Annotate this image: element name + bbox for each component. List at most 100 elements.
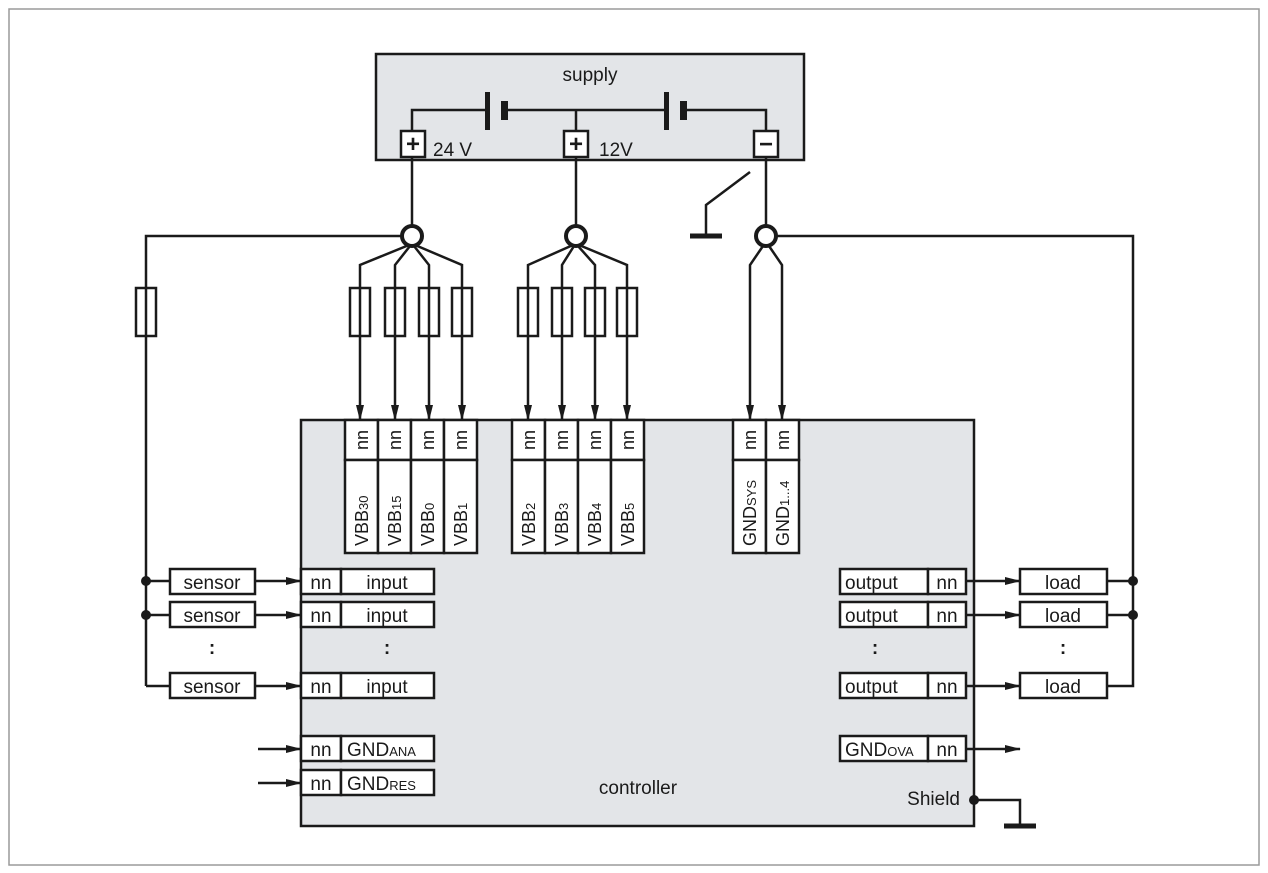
svg-text:VBB0: VBB0 bbox=[418, 503, 438, 546]
svg-text:+: + bbox=[406, 131, 420, 158]
fuse-symbol bbox=[348, 286, 372, 338]
svg-text:nn: nn bbox=[310, 573, 331, 594]
svg-text:nn: nn bbox=[618, 430, 638, 450]
junction-ring bbox=[400, 224, 424, 248]
gnd-sys-terminal: nn GNDSYS bbox=[731, 418, 768, 555]
plus-terminal-24v: + bbox=[399, 129, 427, 159]
output-terminal: output nn bbox=[838, 671, 968, 700]
output-terminal: output nn bbox=[838, 567, 968, 596]
battery-symbol bbox=[664, 92, 687, 130]
svg-text:VBB15: VBB15 bbox=[385, 496, 405, 547]
svg-text:−: − bbox=[759, 131, 773, 158]
fuse-symbol bbox=[417, 286, 441, 338]
svg-text:GNDANA: GNDANA bbox=[347, 740, 416, 761]
svg-text:nn: nn bbox=[936, 573, 957, 594]
svg-text:GNDRES: GNDRES bbox=[347, 774, 416, 795]
svg-text:nn: nn bbox=[552, 430, 572, 450]
gnd-1-4-terminal: nn GND1...4 bbox=[764, 418, 801, 555]
vbb-terminals-group1: nn VBB30 nn VBB15 nn VBB0 nn VBB1 bbox=[343, 418, 479, 555]
svg-text:nn: nn bbox=[936, 740, 957, 761]
fuse-symbol bbox=[583, 286, 607, 338]
svg-text:load: load bbox=[1045, 573, 1081, 594]
gnd-terminals-group: nn GNDSYS nn GND1...4 bbox=[731, 418, 801, 555]
vbb30-terminal: nn VBB30 bbox=[343, 418, 380, 555]
svg-text:nn: nn bbox=[310, 677, 331, 698]
svg-text:input: input bbox=[366, 606, 408, 627]
controller-title: controller bbox=[599, 778, 678, 799]
svg-text:nn: nn bbox=[585, 430, 605, 450]
vbb4-terminal: nn VBB4 bbox=[576, 418, 613, 555]
sensor-box: sensor bbox=[168, 600, 257, 629]
svg-text:load: load bbox=[1045, 606, 1081, 627]
output-terminal: output nn bbox=[838, 600, 968, 629]
svg-text:VBB2: VBB2 bbox=[519, 503, 539, 546]
svg-text:input: input bbox=[366, 677, 408, 698]
svg-text:nn: nn bbox=[936, 606, 957, 627]
fuse-symbol bbox=[516, 286, 540, 338]
vbb1-terminal: nn VBB1 bbox=[442, 418, 479, 555]
load-box: load bbox=[1018, 671, 1109, 700]
svg-text:nn: nn bbox=[310, 774, 331, 795]
ellipsis-sensor: : bbox=[209, 638, 215, 659]
svg-text:VBB1: VBB1 bbox=[451, 503, 471, 546]
svg-text:GNDSYS: GNDSYS bbox=[740, 480, 760, 546]
ellipsis-output: : bbox=[872, 638, 878, 659]
sensor-box: sensor bbox=[168, 671, 257, 700]
shield-label: Shield bbox=[907, 789, 960, 810]
gnd-ova-terminal: GNDOVA nn bbox=[838, 734, 968, 763]
ellipsis-load: : bbox=[1060, 638, 1066, 659]
fuse-symbol bbox=[383, 286, 407, 338]
svg-text:sensor: sensor bbox=[183, 573, 241, 594]
svg-text:sensor: sensor bbox=[183, 606, 241, 627]
fuse-symbol bbox=[550, 286, 574, 338]
svg-text:GNDOVA: GNDOVA bbox=[845, 740, 914, 761]
svg-text:VBB30: VBB30 bbox=[352, 496, 372, 547]
load-box: load bbox=[1018, 600, 1109, 629]
vbb2-terminal: nn VBB2 bbox=[510, 418, 547, 555]
svg-text:VBB3: VBB3 bbox=[552, 503, 572, 546]
svg-text:nn: nn bbox=[519, 430, 539, 450]
svg-text:load: load bbox=[1045, 677, 1081, 698]
vbb3-terminal: nn VBB3 bbox=[543, 418, 580, 555]
svg-text:+: + bbox=[569, 131, 583, 158]
svg-text:nn: nn bbox=[352, 430, 372, 450]
supply-title: supply bbox=[563, 65, 618, 86]
svg-text:nn: nn bbox=[310, 606, 331, 627]
gnd-res-terminal: nn GNDRES bbox=[299, 768, 436, 797]
fuse-symbol bbox=[450, 286, 474, 338]
input-terminal: nn input bbox=[299, 671, 436, 700]
vbb5-terminal: nn VBB5 bbox=[609, 418, 646, 555]
ellipsis-input: : bbox=[384, 638, 390, 659]
supply-box: supply + 24 V + 12V − bbox=[374, 52, 806, 162]
voltage-24v-label: 24 V bbox=[433, 140, 472, 161]
vbb0-terminal: nn VBB0 bbox=[409, 418, 446, 555]
svg-text:nn: nn bbox=[418, 430, 438, 450]
svg-text:GND1...4: GND1...4 bbox=[773, 481, 793, 546]
svg-text:output: output bbox=[845, 573, 899, 594]
input-terminal: nn input bbox=[299, 600, 436, 629]
svg-text:input: input bbox=[366, 573, 408, 594]
svg-text:output: output bbox=[845, 677, 899, 698]
fuses bbox=[134, 286, 639, 338]
fuse-symbol bbox=[615, 286, 639, 338]
svg-text:nn: nn bbox=[385, 430, 405, 450]
sensor-box: sensor bbox=[168, 567, 257, 596]
svg-text:nn: nn bbox=[310, 740, 331, 761]
fuse-symbol bbox=[134, 286, 158, 338]
svg-text:nn: nn bbox=[773, 430, 793, 450]
svg-text:output: output bbox=[845, 606, 899, 627]
svg-text:nn: nn bbox=[936, 677, 957, 698]
gnd-ana-terminal: nn GNDANA bbox=[299, 734, 436, 763]
vbb-terminals-group2: nn VBB2 nn VBB3 nn VBB4 nn VBB5 bbox=[510, 418, 646, 555]
svg-text:sensor: sensor bbox=[183, 677, 241, 698]
voltage-12v-label: 12V bbox=[599, 140, 633, 161]
junction-dots bbox=[141, 576, 1138, 805]
junction-ring bbox=[754, 224, 778, 248]
load-box: load bbox=[1018, 567, 1109, 596]
svg-text:nn: nn bbox=[451, 430, 471, 450]
svg-text:VBB5: VBB5 bbox=[618, 503, 638, 546]
input-terminal: nn input bbox=[299, 567, 436, 596]
plus-terminal-12v: + bbox=[562, 129, 590, 159]
battery-symbol bbox=[485, 92, 508, 130]
